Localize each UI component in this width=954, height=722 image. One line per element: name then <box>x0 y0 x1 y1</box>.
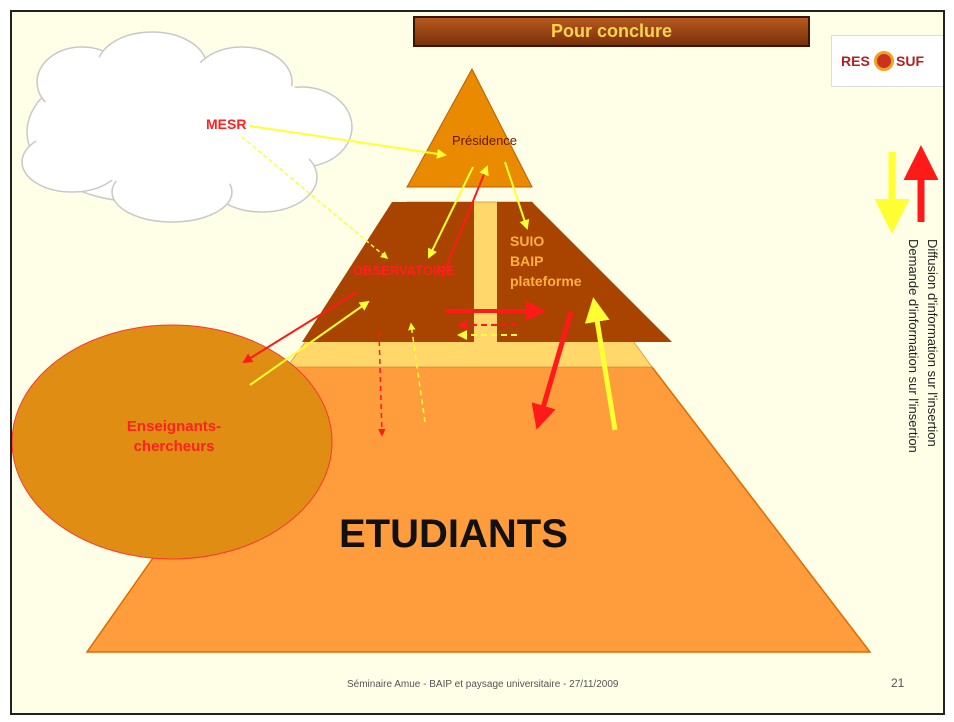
baip-line: BAIP <box>510 253 544 269</box>
slide: Pour conclure RES SUF MESR Présidence OB… <box>10 10 945 715</box>
legend-yellow-label: Demande d'information sur l'insertion <box>906 239 921 453</box>
mesr-label: MESR <box>206 116 247 132</box>
pyramid-diagram <box>12 31 939 653</box>
pyramid-top-left <box>302 202 474 342</box>
suio-baip-plateforme-label: SUIO BAIP plateforme <box>510 231 582 291</box>
legend: Diffusion d'information sur l'insertion … <box>904 239 942 453</box>
resosup-logo: RES SUF <box>831 35 943 87</box>
enseignants-line-2: chercheurs <box>133 438 215 455</box>
logo-ring-icon <box>874 51 894 71</box>
footer-text: Séminaire Amue - BAIP et paysage univers… <box>347 679 619 690</box>
suio-line: SUIO <box>510 233 545 249</box>
plateforme-line: plateforme <box>510 273 582 289</box>
pyramid-top <box>406 67 533 188</box>
logo-text-left: RES <box>841 53 870 69</box>
etudiants-label: ETUDIANTS <box>339 512 568 556</box>
observatoire-label: OBSERVATOIRE <box>353 263 455 278</box>
enseignants-line-1: Enseignants- <box>126 418 222 435</box>
enseignants-label: Enseignants- chercheurs <box>74 417 274 457</box>
arrows <box>241 125 939 437</box>
legend-red-label: Diffusion d'information sur l'insertion <box>925 239 940 447</box>
presidence-label: Présidence <box>452 133 518 148</box>
page-number: 21 <box>891 676 905 690</box>
slide-title: Pour conclure <box>413 16 810 47</box>
logo-text-right: SUF <box>896 53 924 69</box>
